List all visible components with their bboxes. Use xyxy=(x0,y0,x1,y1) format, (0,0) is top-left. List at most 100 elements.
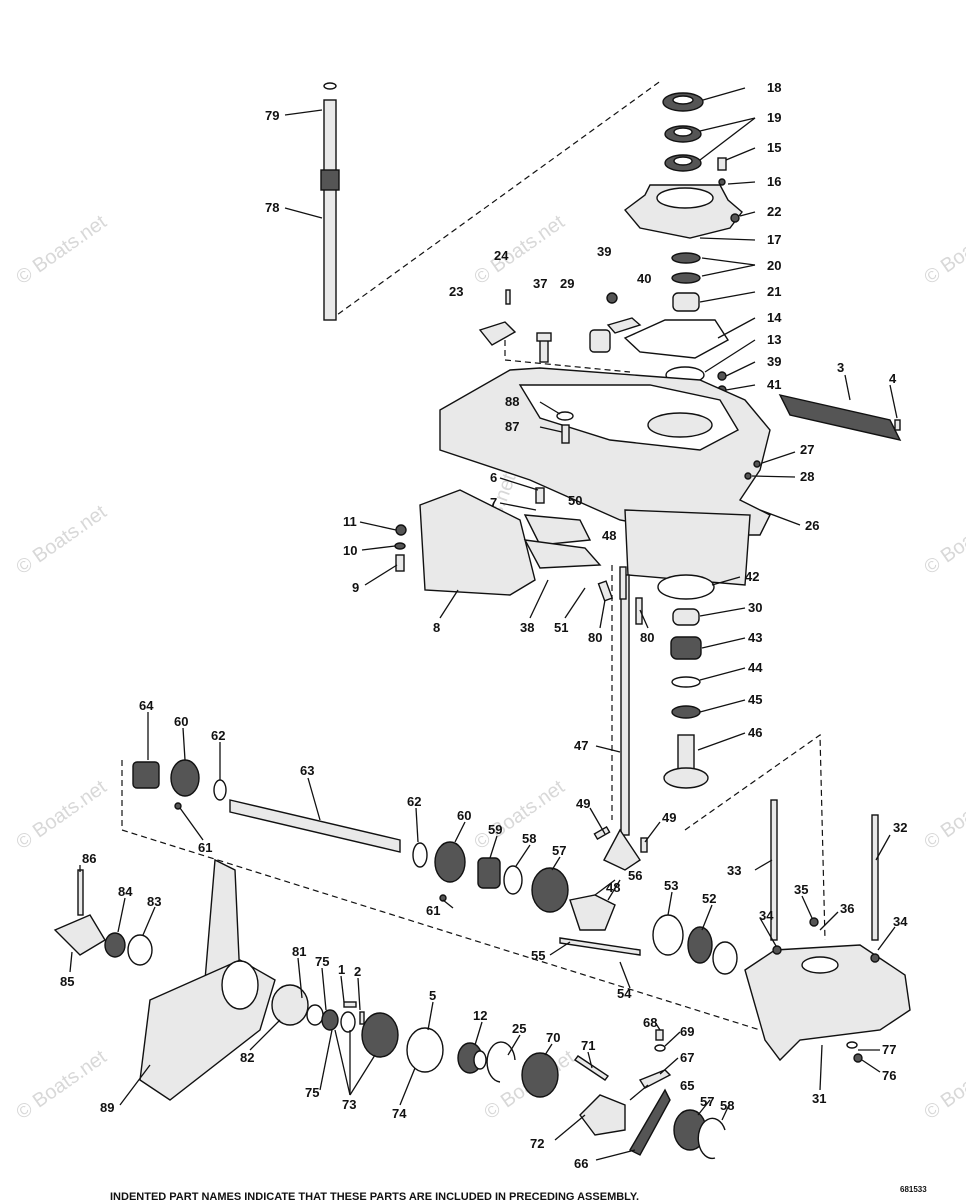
callout-13: 13 xyxy=(767,332,781,347)
callout-74: 74 xyxy=(392,1106,407,1121)
callout-4: 4 xyxy=(889,371,897,386)
watermark: © Boats.net xyxy=(12,501,111,579)
callout-82: 82 xyxy=(240,1050,254,1065)
ring-79 xyxy=(323,82,337,90)
callout-72: 72 xyxy=(530,1136,544,1151)
watermark: © Boats.net xyxy=(920,776,966,854)
watermark: © Boats.net xyxy=(920,1046,966,1124)
callout-67: 67 xyxy=(680,1050,694,1065)
callout-88: 88 xyxy=(505,394,519,409)
callout-63: 63 xyxy=(300,763,314,778)
pinion-stack xyxy=(657,574,715,789)
guide-line xyxy=(504,340,631,373)
assembly-guides xyxy=(121,79,826,1031)
lower-gearcase xyxy=(744,799,911,1063)
callout-48-lower: 48 xyxy=(606,880,620,895)
callout-3: 3 xyxy=(837,360,844,375)
shaft-collar xyxy=(320,169,340,191)
callout-65: 65 xyxy=(680,1078,694,1093)
callout-30: 30 xyxy=(748,600,762,615)
callout-59: 59 xyxy=(488,822,502,837)
callout-37: 37 xyxy=(533,276,547,291)
callout-60-right: 60 xyxy=(457,808,471,823)
callout-19: 19 xyxy=(767,110,781,125)
callout-62-right: 62 xyxy=(407,794,421,809)
watermark: © Boats.net xyxy=(470,211,569,289)
watermark: © Boats.net xyxy=(12,211,111,289)
watermark: © Boats.net xyxy=(12,1046,111,1124)
callout-69: 69 xyxy=(680,1024,694,1039)
callout-8: 8 xyxy=(433,620,440,635)
diagram-code: 681533 xyxy=(900,1185,927,1194)
gearcase-housing xyxy=(439,367,902,586)
callout-14: 14 xyxy=(767,310,782,325)
callout-75-lower: 75 xyxy=(305,1085,319,1100)
callout-66: 66 xyxy=(574,1156,588,1171)
callout-25: 25 xyxy=(512,1021,526,1036)
callout-16: 16 xyxy=(767,174,781,189)
callout-22: 22 xyxy=(767,204,781,219)
callout-31: 31 xyxy=(812,1091,826,1106)
callout-79: 79 xyxy=(265,108,279,123)
callout-57-lower: 57 xyxy=(700,1094,714,1109)
callout-39-lower: 39 xyxy=(767,354,781,369)
callout-84: 84 xyxy=(118,884,133,899)
callout-32: 32 xyxy=(893,820,907,835)
callout-39-upper: 39 xyxy=(597,244,611,259)
callout-85: 85 xyxy=(60,974,74,989)
callout-7: 7 xyxy=(490,495,497,510)
callout-76: 76 xyxy=(882,1068,896,1083)
callout-10: 10 xyxy=(343,543,357,558)
callout-78: 78 xyxy=(265,200,279,215)
callout-60-left: 60 xyxy=(174,714,188,729)
guide-line xyxy=(329,79,663,321)
callout-56: 56 xyxy=(628,868,642,883)
callout-29: 29 xyxy=(560,276,574,291)
callout-81: 81 xyxy=(292,944,306,959)
callout-49-left: 49 xyxy=(576,796,590,811)
callout-33: 33 xyxy=(727,863,741,878)
callout-64: 64 xyxy=(139,698,154,713)
callout-5: 5 xyxy=(429,988,436,1003)
upper-fasteners xyxy=(478,289,552,363)
callout-36: 36 xyxy=(840,901,854,916)
callout-71: 71 xyxy=(581,1038,595,1053)
callout-11: 11 xyxy=(343,514,357,529)
callout-87: 87 xyxy=(505,419,519,434)
shaft-78 xyxy=(323,99,337,321)
callout-27: 27 xyxy=(800,442,814,457)
callout-53: 53 xyxy=(664,878,678,893)
callout-75-upper: 75 xyxy=(315,954,329,969)
watermark: © Boats.net xyxy=(920,211,966,289)
callout-17: 17 xyxy=(767,232,781,247)
callout-50: 50 xyxy=(568,493,582,508)
water-pump-stack xyxy=(589,92,743,395)
callout-18: 18 xyxy=(767,80,781,95)
callout-41: 41 xyxy=(767,377,781,392)
callout-6: 6 xyxy=(490,470,497,485)
callout-44: 44 xyxy=(748,660,763,675)
callout-61-left: 61 xyxy=(198,840,212,855)
callout-73: 73 xyxy=(342,1097,356,1112)
callout-26: 26 xyxy=(805,518,819,533)
callout-47: 47 xyxy=(574,738,588,753)
callout-45: 45 xyxy=(748,692,762,707)
callout-28: 28 xyxy=(800,469,814,484)
callout-89: 89 xyxy=(100,1100,114,1115)
callout-12: 12 xyxy=(473,1008,487,1023)
callout-70: 70 xyxy=(546,1030,560,1045)
callout-46: 46 xyxy=(748,725,762,740)
callout-48-upper: 48 xyxy=(602,528,616,543)
watermark: © Boats.net xyxy=(12,776,111,854)
propshaft-assembly xyxy=(132,759,738,975)
driveshaft xyxy=(320,82,340,321)
callout-80-right: 80 xyxy=(640,630,654,645)
guide-line xyxy=(684,733,826,941)
callout-24: 24 xyxy=(494,248,509,263)
callout-62-left: 62 xyxy=(211,728,225,743)
callout-49-right: 49 xyxy=(662,810,676,825)
callout-58-lower: 58 xyxy=(720,1098,734,1113)
callout-21: 21 xyxy=(767,284,781,299)
